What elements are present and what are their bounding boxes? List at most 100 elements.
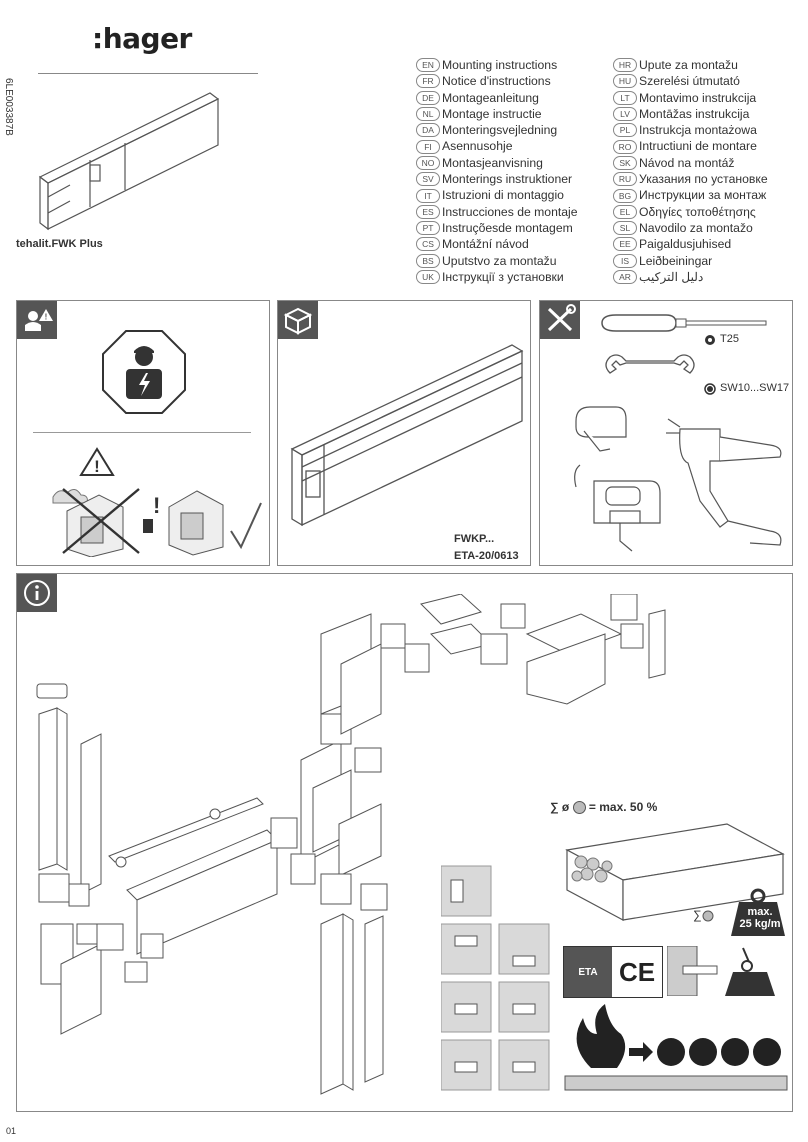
language-label: Navodilo za montažo [639,220,753,235]
wrench-size-label: SW10...SW17 [720,382,790,394]
language-label: Montážní návod [442,237,529,252]
mounting-variants-illustration [441,865,550,1091]
language-code: IS [613,253,637,268]
language-code: CS [416,237,440,252]
language-label: Návod na montáž [639,155,735,170]
language-label: Instruçõesde montagem [442,220,573,235]
language-code: UK [416,270,440,284]
language-code: LT [613,90,637,105]
language-label: Uputstvo za montažu [442,253,557,268]
svg-text:!: ! [94,457,100,476]
language-code: SL [613,221,637,236]
language-label: Istruzioni di montaggio [442,188,564,203]
info-icon [24,580,50,606]
language-code: HU [613,74,637,89]
torx-size-label: T25 [720,333,739,345]
qualified-electrician-icon [102,330,186,414]
fill-capacity-value: = max. 50 % [588,800,658,814]
panel-divider [33,432,251,433]
wrench-icon [605,354,695,374]
header-divider [38,73,258,74]
language-label: Інструкції з установки [442,269,564,284]
language-label: Mounting instructions [442,58,558,72]
screwdriver-icon [601,314,767,332]
eta-mark: ETA [564,947,612,997]
language-code: IT [416,188,440,203]
language-code: RO [613,139,637,154]
language-code: LV [613,107,637,122]
load-value-amount: 25 kg/m [739,918,781,930]
language-label: Monteringsvejledning [442,123,558,138]
language-code: BG [613,188,637,203]
cable-circle-icon [572,801,586,815]
language-label: Asennusohje [442,139,513,154]
language-code: EE [613,237,637,252]
product-reference: FWKP... [454,533,495,545]
exploded-assembly-diagram [36,594,666,1095]
language-code: DE [416,90,440,105]
language-code: DA [416,123,440,138]
eta-reference: ETA-20/0613 [454,550,519,562]
language-code: FI [416,139,440,154]
language-code: SV [416,172,440,187]
language-label: Montageanleitung [442,90,539,105]
language-label: دليل التركيب [639,269,704,284]
language-code: EN [416,58,440,73]
language-code: BS [416,253,440,268]
product-illustration [38,92,220,231]
load-capacity-value: max. 25 kg/m [736,906,784,930]
load-circle-icon [702,910,714,922]
power-tools-illustration [574,406,782,552]
language-code: PT [416,221,440,236]
contents-corner-tab [278,301,318,339]
weight-icon [731,888,785,936]
page-number: 01 [6,1126,17,1136]
language-label: Notice d'instructions [442,74,551,89]
language-label: Οδηγίες τοποθέτησης [639,204,756,219]
language-code: HR [613,58,637,73]
wall-anchor-icon [667,946,718,996]
tools-icon [547,304,576,332]
language-code: FR [416,74,440,89]
language-label: Montavimo instrukcija [639,90,757,105]
language-code: EL [613,204,637,219]
safety-corner-tab: ! [17,301,57,339]
language-label: Инструкции за монтаж [639,188,767,203]
electrician-warning-icon: ! [25,309,53,331]
hex-socket-icon [704,383,716,395]
fill-capacity-label: ∑ ø = max. 50 % [550,800,658,815]
duct-illustration [290,344,524,527]
house-installation-icon: ! ! [52,447,262,557]
load-label: ∑ [693,908,702,922]
svg-text:!: ! [45,313,48,322]
language-label: Instrucciones de montaje [442,204,578,219]
document-number: 6LE003387B [3,78,14,136]
info-corner-tab [17,574,57,612]
tools-corner-tab [540,301,580,339]
language-code: AR [613,270,637,284]
ce-mark: CE [618,956,656,987]
load-value-max: max. [747,906,773,918]
hager-logo: :hager [92,22,192,55]
language-label: Szerelési útmutató [639,74,740,89]
language-label: Montāžas instrukcija [639,106,750,121]
language-code: ES [416,204,440,219]
language-label: Leiðbeiningar [639,253,713,268]
